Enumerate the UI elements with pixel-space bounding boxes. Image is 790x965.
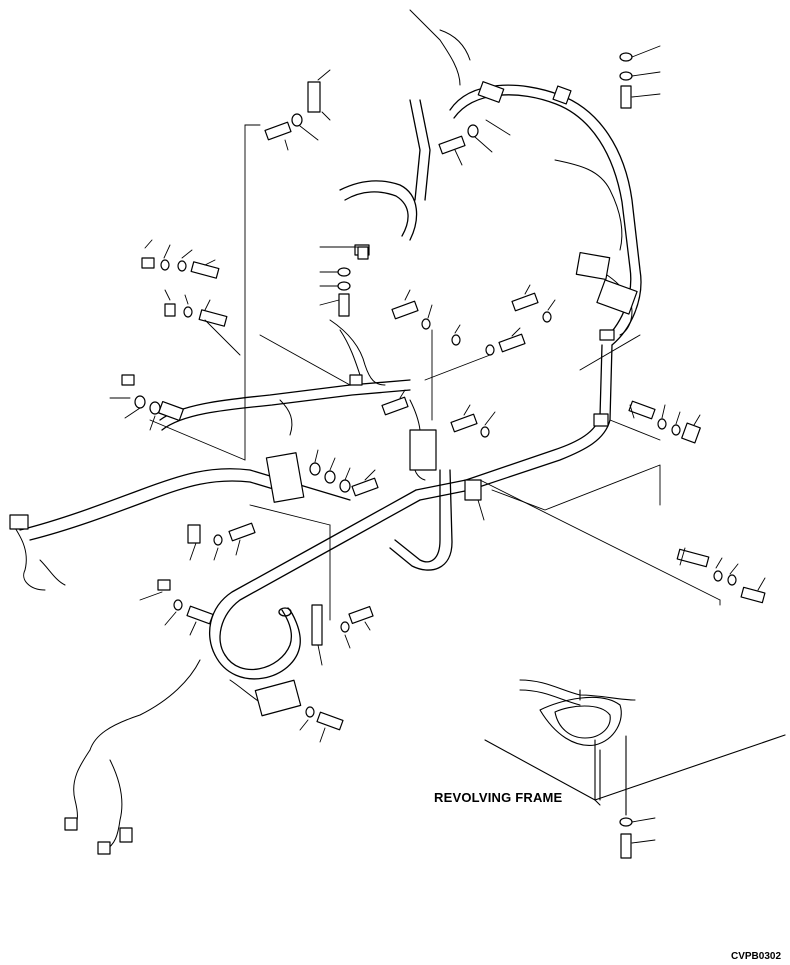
hardware-fasteners	[135, 53, 765, 858]
leader-lines	[110, 46, 765, 843]
revolving-frame-label: REVOLVING FRAME	[434, 790, 563, 805]
thin-wires	[10, 10, 632, 850]
drawing-code-label: CVPB0302	[731, 951, 782, 962]
main-harness	[20, 85, 641, 679]
revolving-frame	[485, 680, 785, 815]
connectors	[10, 82, 637, 854]
reference-lines	[150, 125, 720, 620]
